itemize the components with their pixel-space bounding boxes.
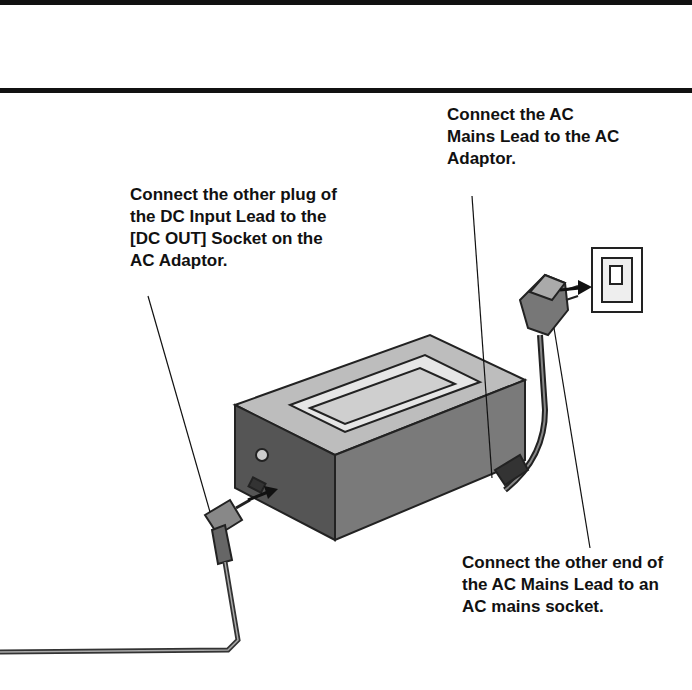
- mains-plug: [520, 275, 578, 335]
- dc-input-lead: [0, 562, 238, 652]
- callout-text: Connect the other plug of the DC Input L…: [130, 184, 345, 272]
- insert-arrowhead: [578, 280, 592, 295]
- dc-lead-shine: [0, 562, 238, 652]
- leader-line: [148, 296, 210, 512]
- callout-text: Connect the AC Mains Lead to the AC Adap…: [447, 104, 622, 170]
- callout-text: Connect the other end of the AC Mains Le…: [462, 552, 684, 618]
- top-rule: [0, 0, 692, 5]
- leader-line: [554, 328, 590, 548]
- leader-line: [472, 196, 492, 478]
- dc-plug: [205, 500, 250, 564]
- dc-arrowhead: [264, 486, 278, 499]
- insert-arrow: [560, 288, 580, 290]
- dc-arrow: [248, 492, 268, 500]
- header-rule: [0, 88, 692, 93]
- wall-socket: [592, 248, 642, 312]
